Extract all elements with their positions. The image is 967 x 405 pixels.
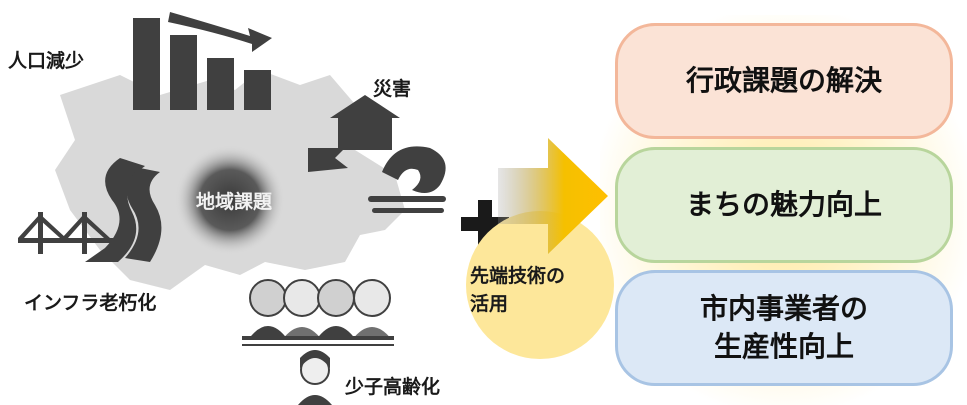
outcome-business-productivity-line1: 市内事業者の <box>699 292 868 325</box>
advanced-tech-line2: 活用 <box>470 293 509 315</box>
disaster-icon <box>308 95 446 213</box>
tech-circle <box>466 211 614 359</box>
child-icon <box>298 350 332 405</box>
population-decline-label: 人口減少 <box>8 50 85 72</box>
advanced-tech-label: 先端技術の 活用 <box>470 262 565 318</box>
infrastructure-aging-label: インフラ老朽化 <box>24 292 157 314</box>
regional-issue-blob <box>175 145 285 255</box>
flow-arrow <box>498 138 608 254</box>
population-decline-icon <box>133 12 272 110</box>
advanced-tech-line1: 先端技術の <box>470 265 566 287</box>
outcome-administrative-issues-line1: 行政課題の解決 <box>685 64 882 97</box>
outcome-city-attractiveness-line1: まちの魅力向上 <box>685 188 882 221</box>
regional-issues-label: 地域課題 <box>196 191 273 213</box>
declining-birthrate-aging-label: 少子高齢化 <box>345 376 441 398</box>
outcome-business-productivity-line2: 生産性向上 <box>713 330 854 363</box>
outcome-city-attractiveness: まちの魅力向上 <box>615 147 953 263</box>
infrastructure-icon <box>18 158 162 262</box>
outcome-business-productivity: 市内事業者の 生産性向上 <box>615 270 953 386</box>
outcome-administrative-issues: 行政課題の解決 <box>615 23 953 139</box>
disaster-label: 災害 <box>373 78 412 100</box>
elderly-group-icon <box>242 279 394 346</box>
